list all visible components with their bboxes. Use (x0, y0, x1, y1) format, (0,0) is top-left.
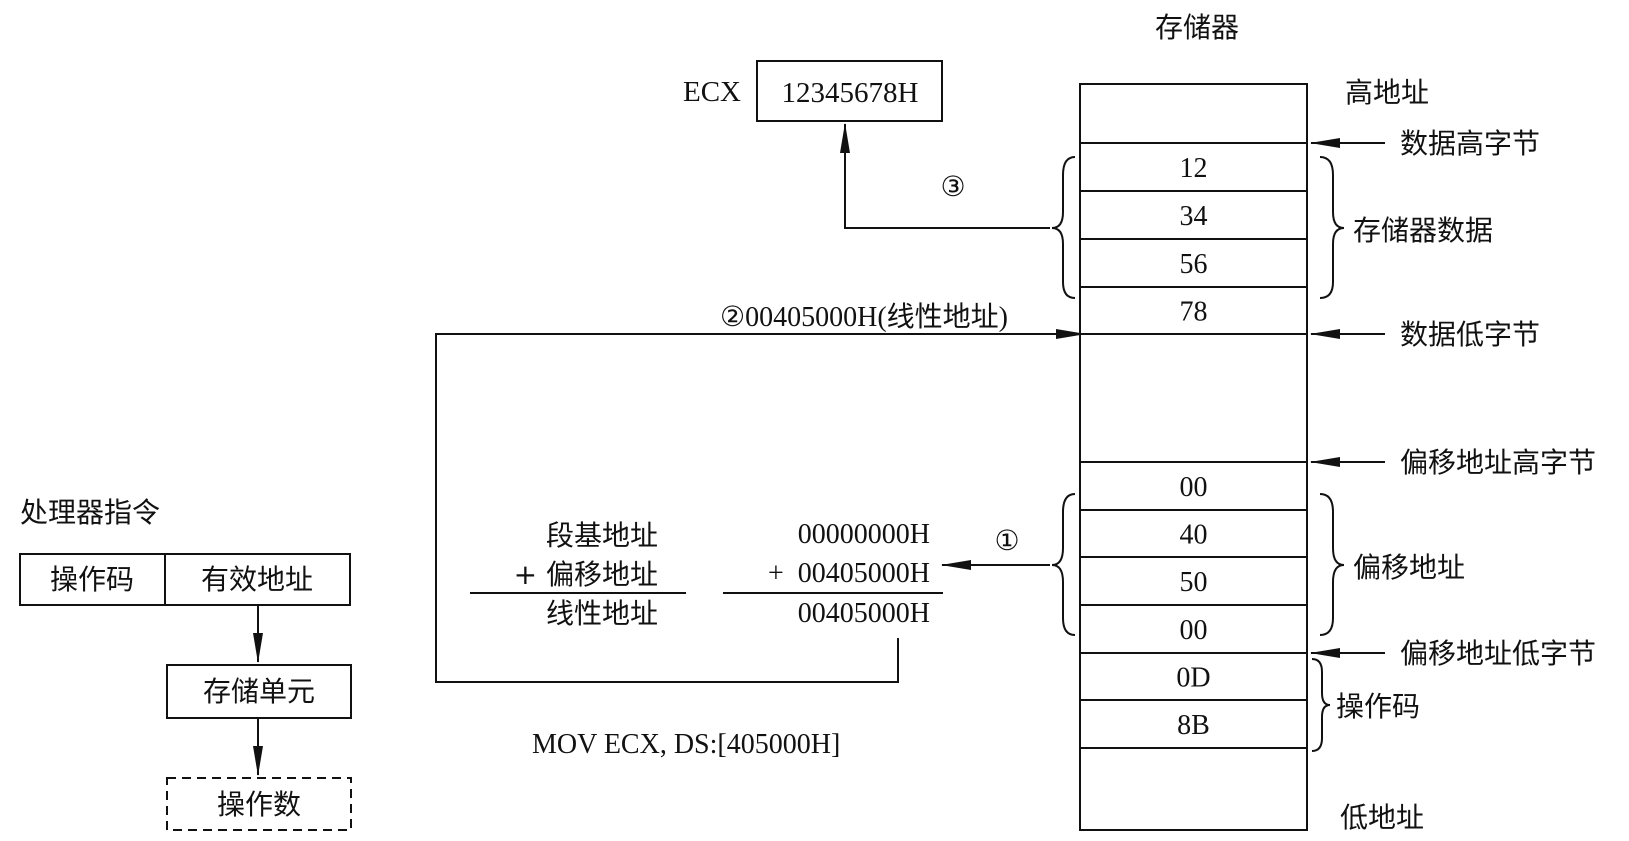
memory-column: 存储器 高地址 低地址 12 34 56 78 00 40 50 00 0D 8B (1079, 11, 1429, 834)
offset-right-brace (1319, 493, 1345, 636)
memory-cell (1079, 699, 1308, 749)
opcode-group-label: 操作码 (1336, 690, 1420, 723)
storage-unit-box: 存储单元 (166, 664, 352, 719)
memory-cells: 12 34 56 78 00 40 50 00 0D 8B (1079, 83, 1308, 831)
opcode-right-brace (1311, 658, 1331, 752)
memory-cell-value: 40 (1180, 520, 1208, 551)
processor-instruction-title: 处理器指令 (20, 496, 160, 529)
register-box (756, 60, 943, 122)
memory-cell (1079, 333, 1308, 463)
memory-cell (1079, 652, 1308, 701)
memory-cell (1079, 747, 1308, 831)
left-flow: 处理器指令 操作码 有效地址 存储单元 操作数 (19, 496, 352, 831)
memory-cell-value: 50 (1180, 567, 1208, 598)
data-right-brace (1319, 156, 1345, 299)
memory-cell-value: 0D (1176, 663, 1210, 694)
data-high-byte-label: 数据高字节 (1400, 127, 1540, 160)
step3-marker: ③ (940, 172, 965, 203)
operand-box: 操作数 (166, 777, 352, 831)
low-address-label: 低地址 (1340, 801, 1424, 834)
step2-label: ②00405000H(线性地址) (720, 301, 1008, 333)
instruction-box: 操作码 有效地址 (19, 553, 351, 606)
step3-arrow (840, 123, 1050, 229)
operand-label: 操作数 (217, 788, 301, 821)
memory-data-group-label: 存储器数据 (1353, 214, 1493, 247)
high-address-label: 高地址 (1345, 76, 1429, 109)
data-left-brace (1051, 156, 1076, 299)
step2-arrow (435, 329, 1086, 683)
operand-outline (166, 777, 352, 831)
register-value: 12345678H (782, 77, 919, 109)
step1-marker: ① (994, 526, 1019, 557)
offset-group-label: 偏移地址 (1353, 551, 1465, 584)
offset-low-byte-label: 偏移地址低字节 (1400, 637, 1596, 670)
linear-address-value: 00405000H (798, 598, 930, 629)
opcode-field: 操作码 (50, 563, 134, 596)
memory-cell (1079, 556, 1308, 606)
memory-cell (1079, 461, 1308, 511)
offset-left-brace (1051, 493, 1076, 636)
memory-cell (1079, 509, 1308, 558)
effective-address-field: 有效地址 (201, 563, 313, 596)
memory-cell (1079, 286, 1308, 335)
storage-unit-outline (166, 664, 352, 719)
memory-cell-value: 00 (1180, 472, 1208, 503)
data-low-byte-label: 数据低字节 (1400, 318, 1540, 351)
linear-address-label: 线性地址 (546, 597, 658, 630)
offset-label: + 偏移地址 (514, 558, 658, 591)
segment-base-label: 段基地址 (546, 519, 658, 552)
memory-title: 存储器 (1155, 11, 1239, 44)
braces: 存储器数据 偏移地址 操作码 (1051, 156, 1493, 752)
memory-cell-value: 00 (1180, 615, 1208, 646)
memory-cell (1079, 190, 1308, 240)
storage-unit-label: 存储单元 (203, 675, 315, 708)
memory-cell-value: 8B (1177, 710, 1210, 741)
register-name: ECX (683, 76, 741, 108)
offset-high-byte-label: 偏移地址高字节 (1400, 446, 1596, 479)
segment-base-value: 00000000H (798, 519, 930, 550)
memory-cell-value: 56 (1180, 249, 1208, 280)
mov-instruction: MOV ECX, DS:[405000H] (532, 729, 840, 760)
address-calculation: 段基地址 + 偏移地址 线性地址 00000000H + 00405000H 0… (470, 519, 943, 630)
pointer-arrows: 数据高字节 数据低字节 偏移地址高字节 偏移地址低字节 (1310, 127, 1596, 670)
memory-cell-value: 12 (1180, 153, 1208, 184)
instruction-outline (19, 553, 351, 606)
offset-value: + 00405000H (768, 558, 930, 589)
memory-cell-value: 34 (1180, 201, 1208, 232)
memory-cell (1079, 142, 1308, 192)
memory-cell (1079, 238, 1308, 288)
memory-cell (1079, 83, 1308, 144)
ecx-register: ECX 12345678H (683, 60, 943, 122)
memory-cell (1079, 604, 1308, 654)
memory-cell-value: 78 (1180, 297, 1208, 328)
